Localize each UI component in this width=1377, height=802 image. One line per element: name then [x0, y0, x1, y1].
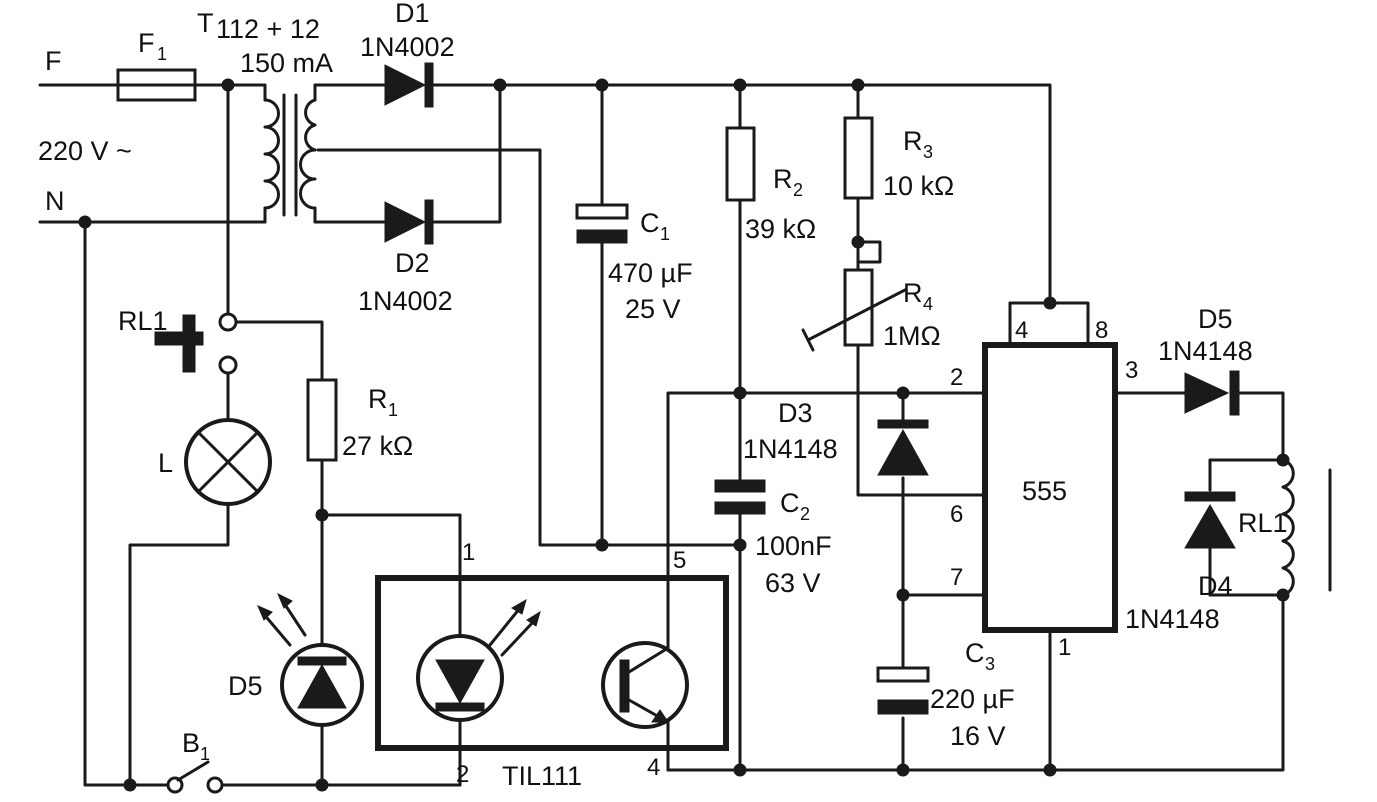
label-r2: R: [773, 164, 793, 194]
label-rl1-coil: RL1: [1238, 508, 1288, 538]
label-r1: R: [368, 384, 388, 414]
label-c1-sub: 1: [660, 224, 670, 244]
transformer-t1: [263, 93, 317, 217]
label-c2: C: [780, 488, 800, 518]
resistor-r3: [843, 116, 874, 200]
label-f: F: [45, 46, 62, 76]
label-fuse-sub: 1: [157, 44, 167, 64]
label-c1-value: 470 µF: [608, 258, 693, 288]
pin-ic-6: 6: [950, 501, 963, 528]
label-d2-part: 1N4002: [358, 286, 453, 316]
label-r3-sub: 3: [923, 142, 933, 162]
lamp-l: [184, 418, 272, 506]
trimmer-r4: [801, 268, 907, 352]
label-r1-value: 27 kΩ: [342, 431, 413, 461]
label-lamp: L: [158, 448, 173, 478]
led-d5: [257, 592, 364, 727]
pin-ic-7: 7: [950, 564, 963, 591]
label-r4: R: [903, 278, 923, 308]
pin-numbers: 1 2 4 5 4 8 2 3 6 7 1: [456, 317, 1138, 788]
pin-opto-4: 4: [647, 754, 660, 781]
label-rl1-contact: RL1: [118, 306, 168, 336]
label-opto: TIL111: [502, 761, 582, 791]
diode-d2: [384, 199, 434, 245]
label-d5-out: D5: [1198, 304, 1233, 334]
label-c2-value: 100nF: [755, 531, 832, 561]
label-transformer-rating: 112 + 12: [216, 14, 320, 44]
label-c3-value: 220 µF: [930, 684, 1015, 714]
pin-opto-5: 5: [673, 547, 686, 574]
pin-ic-1: 1: [1058, 634, 1071, 661]
capacitor-c2: [714, 479, 766, 515]
label-d1-part: 1N4002: [360, 32, 455, 62]
label-r2-sub: 2: [793, 180, 803, 200]
label-n: N: [45, 186, 65, 216]
label-d3-part: 1N4148: [743, 434, 838, 464]
label-c1: C: [640, 208, 660, 238]
diode-d1: [384, 62, 434, 108]
label-c2-sub: 2: [800, 504, 810, 524]
text-labels: F N 220 V ~ F 1 T 112 + 12 150 mA D1 1N4…: [38, 0, 1288, 791]
capacitor-c1: [575, 203, 629, 244]
label-d3: D3: [778, 398, 813, 428]
label-fuse: F: [138, 28, 155, 58]
label-r4-value: 1MΩ: [883, 321, 941, 351]
label-ic: 555: [1022, 476, 1067, 506]
resistor-r2: [725, 126, 756, 202]
fuse-f1: [116, 68, 197, 102]
diode-d3: [877, 419, 929, 476]
label-r1-sub: 1: [388, 400, 398, 420]
diode-d4: [1184, 491, 1236, 549]
label-d5-led: D5: [228, 671, 263, 701]
optocoupler-til111: [375, 575, 729, 772]
switch-b1: [166, 760, 224, 794]
pin-ic-2: 2: [950, 364, 963, 391]
pin-opto-2: 2: [456, 761, 469, 788]
label-r2-value: 39 kΩ: [745, 214, 816, 244]
label-c3-voltage: 16 V: [950, 721, 1006, 751]
pin-opto-1: 1: [462, 539, 475, 566]
label-r4-sub: 4: [923, 294, 933, 314]
label-mains: 220 V ~: [38, 136, 132, 166]
relay-coil-rl1: [1281, 458, 1332, 597]
label-d4-part: 1N4148: [1125, 604, 1220, 634]
wires: [38, 83, 1285, 787]
ic-555: [982, 342, 1118, 633]
pin-ic-3: 3: [1125, 357, 1138, 384]
label-c2-voltage: 63 V: [765, 568, 821, 598]
resistor-r1: [306, 378, 338, 462]
capacitor-c3: [876, 666, 930, 715]
label-d2: D2: [395, 248, 430, 278]
label-d4: D4: [1198, 571, 1233, 601]
label-c3-sub: 3: [985, 654, 995, 674]
diode-d5-output: [1184, 370, 1240, 416]
label-d1: D1: [395, 0, 430, 28]
junction-dots: [78, 78, 1290, 792]
label-d5-out-part: 1N4148: [1158, 336, 1253, 366]
label-c3: C: [965, 638, 985, 668]
relay-contact-rl1: [154, 312, 238, 375]
label-transformer-current: 150 mA: [240, 48, 333, 78]
pin-ic-4: 4: [1015, 317, 1028, 344]
label-b1: B: [182, 728, 200, 758]
label-b1-sub: 1: [200, 744, 210, 764]
label-c1-voltage: 25 V: [625, 294, 681, 324]
label-transformer: T: [197, 8, 214, 38]
pin-ic-8: 8: [1095, 317, 1108, 344]
label-r3: R: [903, 126, 923, 156]
label-r3-value: 10 kΩ: [883, 171, 954, 201]
